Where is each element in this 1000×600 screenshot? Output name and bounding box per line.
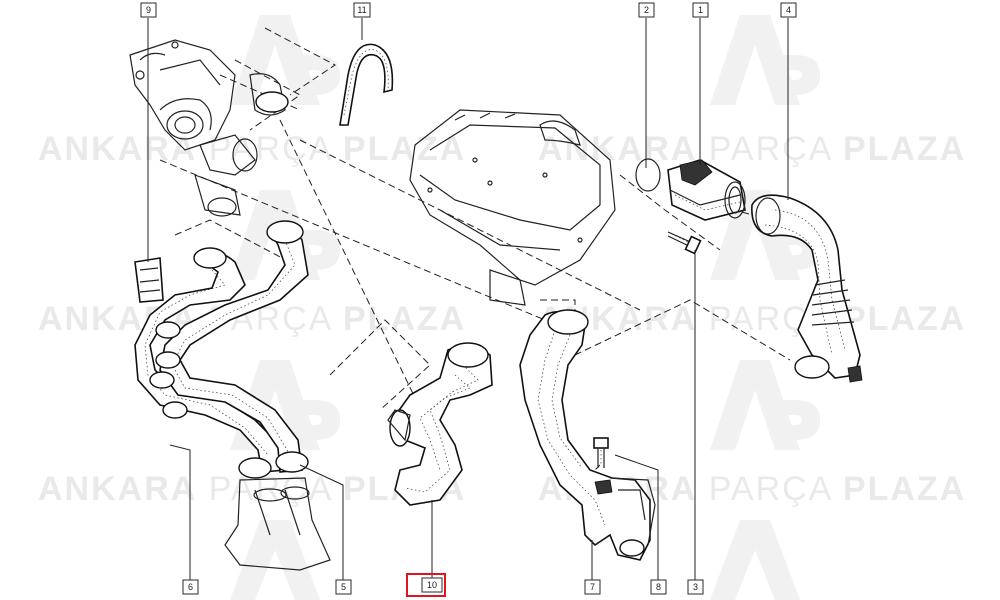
callout-2: 2 [638, 2, 655, 18]
callout-1: 1 [692, 2, 709, 18]
clip-9 [134, 257, 164, 303]
leader-lines [147, 18, 789, 580]
breather-hose-11 [339, 43, 394, 126]
svg-text:ANKARA PARÇA PLAZA: ANKARA PARÇA PLAZA [538, 300, 966, 338]
curved-hose-10 [387, 342, 493, 506]
callout-9: 9 [140, 2, 157, 18]
svg-text:6: 6 [188, 582, 193, 592]
svg-text:10: 10 [427, 580, 437, 590]
callout-3: 3 [687, 579, 704, 595]
intake-hose-4 [751, 194, 863, 383]
bolt-8 [593, 437, 609, 468]
watermark-logo-top-right [710, 15, 820, 105]
svg-text:2: 2 [644, 5, 649, 15]
long-hose-7 [519, 309, 656, 561]
watermark-text-row-1-right: ANKARA PARÇA PLAZA [538, 130, 966, 168]
callout-11: 11 [353, 2, 371, 18]
watermark-logo-low-right [710, 360, 820, 450]
o-ring-2 [635, 158, 661, 192]
callout-7: 7 [584, 579, 601, 595]
watermark-logo-bottom-left [230, 520, 320, 600]
svg-text:11: 11 [357, 5, 366, 15]
intake-manifold [409, 109, 616, 306]
svg-text:5: 5 [341, 582, 346, 592]
watermark-text-row-2-right: ANKARA PARÇA PLAZA [538, 300, 966, 338]
double-hose-assembly [134, 220, 331, 571]
svg-text:1: 1 [698, 5, 703, 15]
svg-text:4: 4 [786, 5, 791, 15]
turbocharger [129, 39, 289, 217]
airflow-sensor-1 [667, 159, 746, 221]
callout-8: 8 [650, 579, 667, 595]
svg-text:7: 7 [590, 582, 595, 592]
bolt-3 [667, 231, 702, 255]
svg-text:8: 8 [656, 582, 661, 592]
svg-text:ANKARA PARÇA PLAZA: ANKARA PARÇA PLAZA [538, 130, 966, 168]
watermark-logo-bottom-right [710, 520, 800, 600]
watermark-logo-top-left [230, 15, 340, 105]
callout-6: 6 [182, 579, 199, 595]
callout-5: 5 [335, 579, 352, 595]
svg-text:3: 3 [693, 582, 698, 592]
svg-text:ANKARA PARÇA PLAZA: ANKARA PARÇA PLAZA [38, 130, 466, 168]
watermark-text-row-1-left: ANKARA PARÇA PLAZA [38, 130, 466, 168]
callout-4: 4 [780, 2, 797, 18]
callout-10: 10 [406, 573, 446, 597]
svg-text:9: 9 [146, 5, 151, 15]
